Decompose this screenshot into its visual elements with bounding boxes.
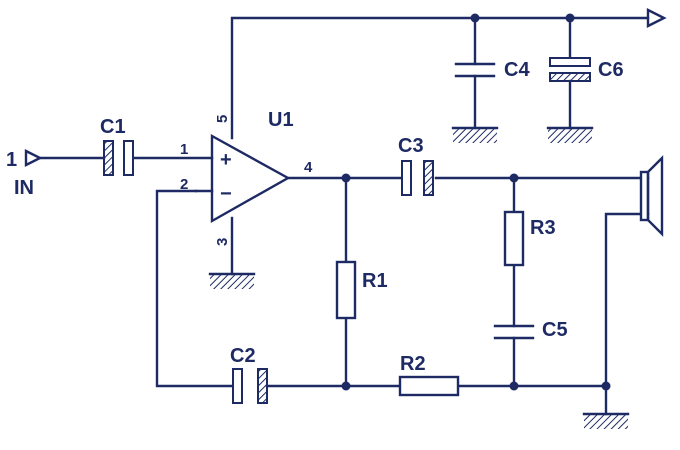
r2-label: R2	[400, 353, 426, 375]
c2-label: C2	[230, 345, 256, 367]
c3-label: C3	[398, 135, 424, 157]
opamp-triangle-icon	[210, 133, 291, 224]
resistor-r2: R2	[398, 353, 460, 397]
ground-icon	[453, 129, 497, 143]
wire-speaker-return	[604, 212, 650, 416]
electrolytic-plate-icon	[423, 160, 434, 196]
minus-sign: −	[220, 183, 232, 205]
pin-label-4: 4	[304, 159, 313, 176]
input-label: IN	[14, 177, 34, 199]
ground-c6	[546, 126, 594, 143]
ground-c4	[451, 126, 499, 143]
speaker	[639, 155, 664, 237]
supply-arrow-icon	[646, 8, 667, 28]
junction-dot	[565, 13, 575, 23]
junction-dot	[341, 173, 351, 183]
r1-label: R1	[362, 270, 388, 292]
resistor-icon	[503, 210, 525, 267]
pin-label-5: 5	[214, 115, 231, 123]
wire-supply-rail	[230, 16, 650, 140]
capacitor-c1: C1	[100, 116, 134, 176]
electrolytic-plate-icon	[549, 72, 591, 82]
wires	[38, 16, 650, 416]
r3-label: R3	[530, 217, 556, 239]
junction-dot	[341, 381, 351, 391]
wire-feedback-left	[155, 189, 235, 388]
capacitor-c4: C4	[454, 59, 530, 81]
capacitor-plate-icon	[232, 368, 243, 404]
input-pin-number: 1	[6, 149, 17, 171]
junction-dot	[509, 173, 519, 183]
opamp-u1: + − U1 1 2 4 5 3	[180, 109, 313, 246]
c1-label: C1	[100, 116, 126, 138]
ground-icon	[548, 129, 592, 143]
c5-label: C5	[542, 319, 568, 341]
capacitor-c2: C2	[230, 345, 268, 404]
electrolytic-plate-icon	[103, 140, 114, 176]
ground-icon	[584, 415, 628, 429]
pin-label-2: 2	[180, 176, 188, 193]
capacitor-c5: C5	[493, 319, 568, 341]
electrolytic-plate-icon	[257, 368, 268, 404]
speaker-cone-icon	[646, 155, 664, 237]
capacitor-c6: C6	[549, 57, 624, 82]
resistor-r1: R1	[335, 260, 388, 320]
capacitor-plate-icon	[549, 57, 591, 67]
c6-label: C6	[598, 59, 624, 81]
capacitor-c3: C3	[398, 135, 434, 196]
input-arrow-icon	[24, 149, 43, 167]
pin-label-1: 1	[180, 141, 188, 158]
capacitor-plate-icon	[123, 140, 134, 176]
capacitor-plate-icon	[401, 160, 412, 196]
junctions	[341, 13, 611, 391]
junction-dot	[470, 13, 480, 23]
junction-dot	[509, 381, 519, 391]
resistor-icon	[398, 375, 460, 397]
c4-label: C4	[504, 59, 530, 81]
ground-opamp	[208, 272, 256, 289]
ground-speaker	[582, 412, 630, 429]
input-terminal: 1 IN	[6, 149, 43, 199]
resistor-r3: R3	[503, 210, 556, 267]
opamp-label: U1	[268, 109, 294, 131]
junction-dot	[601, 381, 611, 391]
pin-label-3: 3	[214, 238, 231, 246]
resistor-icon	[335, 260, 357, 320]
plus-sign: +	[220, 149, 232, 171]
ground-icon	[210, 275, 254, 289]
